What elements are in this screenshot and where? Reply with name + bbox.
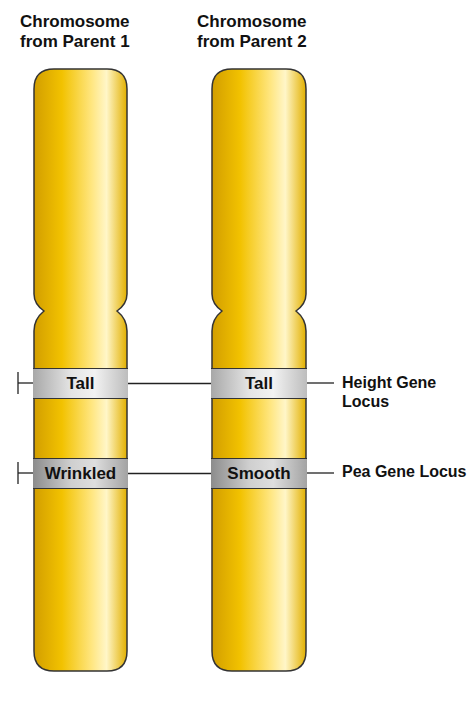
gene-locus-band: Wrinkled	[33, 458, 128, 489]
gene-locus-band: Smooth	[211, 458, 307, 489]
chromosome-heading: Chromosome from Parent 2	[197, 12, 322, 52]
chromosome: Chromosome from Parent 2TallSmooth	[211, 68, 307, 672]
allele-label: Tall	[66, 374, 94, 394]
allele-label: Tall	[245, 374, 273, 394]
leader-line	[18, 472, 33, 473]
leader-line	[18, 382, 33, 383]
leader-line	[307, 382, 334, 383]
chromosome: Chromosome from Parent 1TallWrinkled	[33, 68, 128, 672]
gene-locus-band: Tall	[33, 368, 128, 399]
locus-connector	[128, 383, 211, 384]
locus-label: Pea Gene Locus	[342, 462, 467, 481]
chromosome-heading: Chromosome from Parent 1	[20, 12, 145, 52]
allele-label: Smooth	[227, 464, 290, 484]
locus-connector	[128, 473, 211, 474]
leader-line	[307, 472, 334, 473]
gene-locus-band: Tall	[211, 368, 307, 399]
allele-label: Wrinkled	[45, 464, 116, 484]
locus-label: Height Gene Locus	[342, 373, 467, 411]
